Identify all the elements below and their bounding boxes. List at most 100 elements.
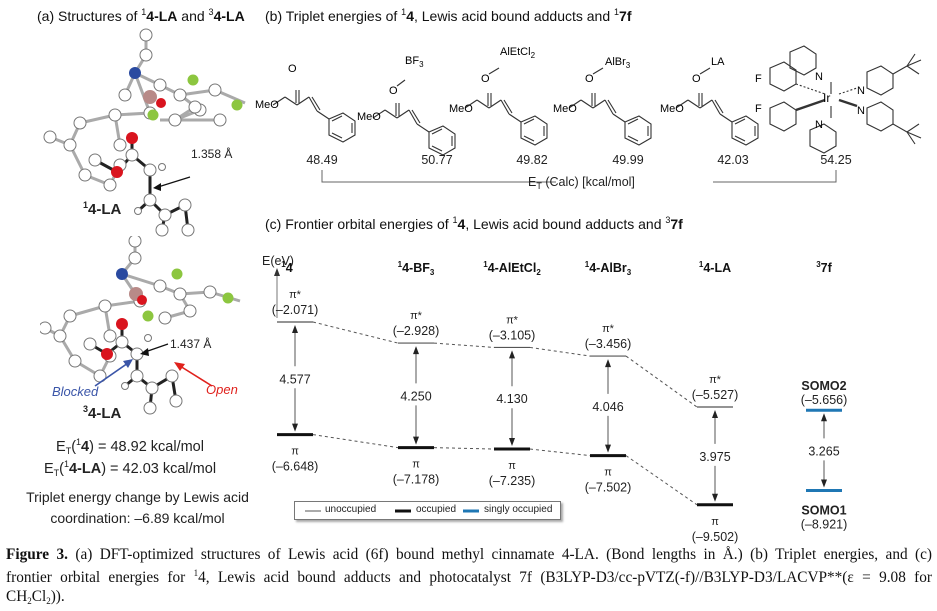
et-symbol: E [43,461,54,477]
fluorine-atom [142,310,154,322]
blocked-label: Blocked [52,384,99,399]
upper-connector [529,346,591,357]
energy-axis-arrow [274,268,280,318]
blocked-arrowhead [123,359,133,368]
gap-arrowhead-down [712,493,718,502]
lower-level-value: (–8.921) [801,518,848,532]
column-header: 14-LA [699,260,731,275]
triplet-energy-4: ET(14) = 48.92 kcal/mol [56,437,204,456]
caption-text: Cl [31,588,47,605]
oxygen-atom [156,98,166,108]
gap-arrowhead-up [509,350,515,359]
bond-arrow [157,176,191,188]
upper-level-value: (–3.105) [489,328,536,342]
caption-text: CH [6,588,28,605]
lower-level-label: π [604,467,612,479]
column-header: 37f [816,260,832,275]
energy-axis-label: E(eV) [262,254,294,268]
upper-connector [312,321,399,344]
et-value: ) = 48.92 kcal/mol [89,439,204,455]
et-sup: 1 [63,459,69,469]
open-label: Open [206,382,238,397]
singlet-bond-length: 1.358 Å [191,147,233,161]
fluorine-atom [187,74,199,86]
lower-connector [312,434,399,449]
gap-arrowhead-up [605,359,611,368]
blocked-arrow [94,362,129,387]
oxygen-atom [137,295,147,305]
atom-n: N [815,71,823,83]
bond-arrow [144,343,169,353]
label-species: 4-LA [88,405,122,422]
oxygen-atom [116,318,128,330]
atom-meo: MeO [255,99,279,111]
nitrogen-atom [116,268,128,280]
et-label-sub: T [536,181,542,191]
title-species: 4-LA [213,8,245,24]
panel-c-title: (c) Frontier orbital energies of 14, Lew… [265,215,683,232]
caption-line-3: CH2Cl2)). [6,587,932,611]
caption-text: (a) DFT-optimized structures of Lewis ac… [67,546,933,563]
fluorine-atom [147,109,159,121]
legend-occupied: occupied [416,504,457,515]
legend-unoccupied: unoccupied [325,504,377,515]
et-value-2: 50.77 [421,153,453,167]
atom-n: N [857,105,865,117]
et-value: ) = 42.03 kcal/mol [101,461,217,477]
label-species: 4-LA [88,201,122,218]
gap-arrowhead-up [413,346,419,355]
upper-level-value: (–5.656) [801,393,848,407]
gap-value: 3.975 [699,450,730,464]
oxygen-atom [111,166,123,178]
open-arrowhead [174,362,185,371]
legend-singly-occupied: singly occupied [484,504,553,515]
lower-connector [529,448,591,457]
gap-arrowhead-down [413,436,419,445]
fluorine-atom [231,99,243,111]
lower-level-label: SOMO1 [801,504,846,518]
title-text: , Lewis acid bound adducts and [465,216,666,232]
atom-meo: MeO [660,103,684,115]
title-species: 4 [457,216,466,232]
singlet-label: 14-LA [83,200,121,218]
singlet-structure-model [43,28,246,237]
title-text: (a) Structures of [37,8,142,24]
la-albr: AlBr3 [605,56,631,70]
gap-value: 4.130 [496,392,527,406]
title-sup: 1 [401,7,407,17]
et-label-e: E [528,175,537,189]
atom-ir: Ir [823,91,830,105]
upper-level-label: SOMO2 [801,379,846,393]
upper-level-label: π* [289,289,302,301]
caption-line-1: Figure 3. (a) DFT-optimized structures o… [6,545,932,564]
atom-meo: MeO [357,111,381,123]
upper-level-label: π* [410,310,423,322]
upper-level-label: π* [602,323,615,335]
gap-value: 4.250 [400,389,431,403]
gap-arrowhead-up [292,325,298,333]
upper-level-label: π* [709,374,722,386]
lower-level-label: π [412,459,420,471]
la-bond [488,67,500,75]
title-species: 4-LA [146,8,178,24]
boron-atom [143,90,157,104]
gap-value: 3.265 [808,444,839,458]
title-species: 4 [406,8,414,24]
figure-caption: Figure 3. (a) DFT-optimized structures o… [6,545,932,611]
caption-line-2: frontier orbital energies for 14, Lewis … [6,564,932,587]
lower-connector [433,447,495,450]
panel-a-title: (a) Structures of 14-LA and 34-LA [37,7,245,24]
legend-unoccupied-swatch [305,510,321,512]
et-sup: 1 [76,437,82,447]
la-bond [699,67,711,75]
upper-level-value: (–2.928) [393,324,440,338]
title-sup: 1 [452,215,458,225]
title-sup: 3 [208,7,214,17]
title-species: 7f [619,8,632,24]
atom-f: F [755,73,762,85]
upper-level-label: π* [506,314,519,326]
bond-arrowhead [140,348,149,356]
title-text: and [177,8,209,24]
oxygen-atom [101,348,113,360]
